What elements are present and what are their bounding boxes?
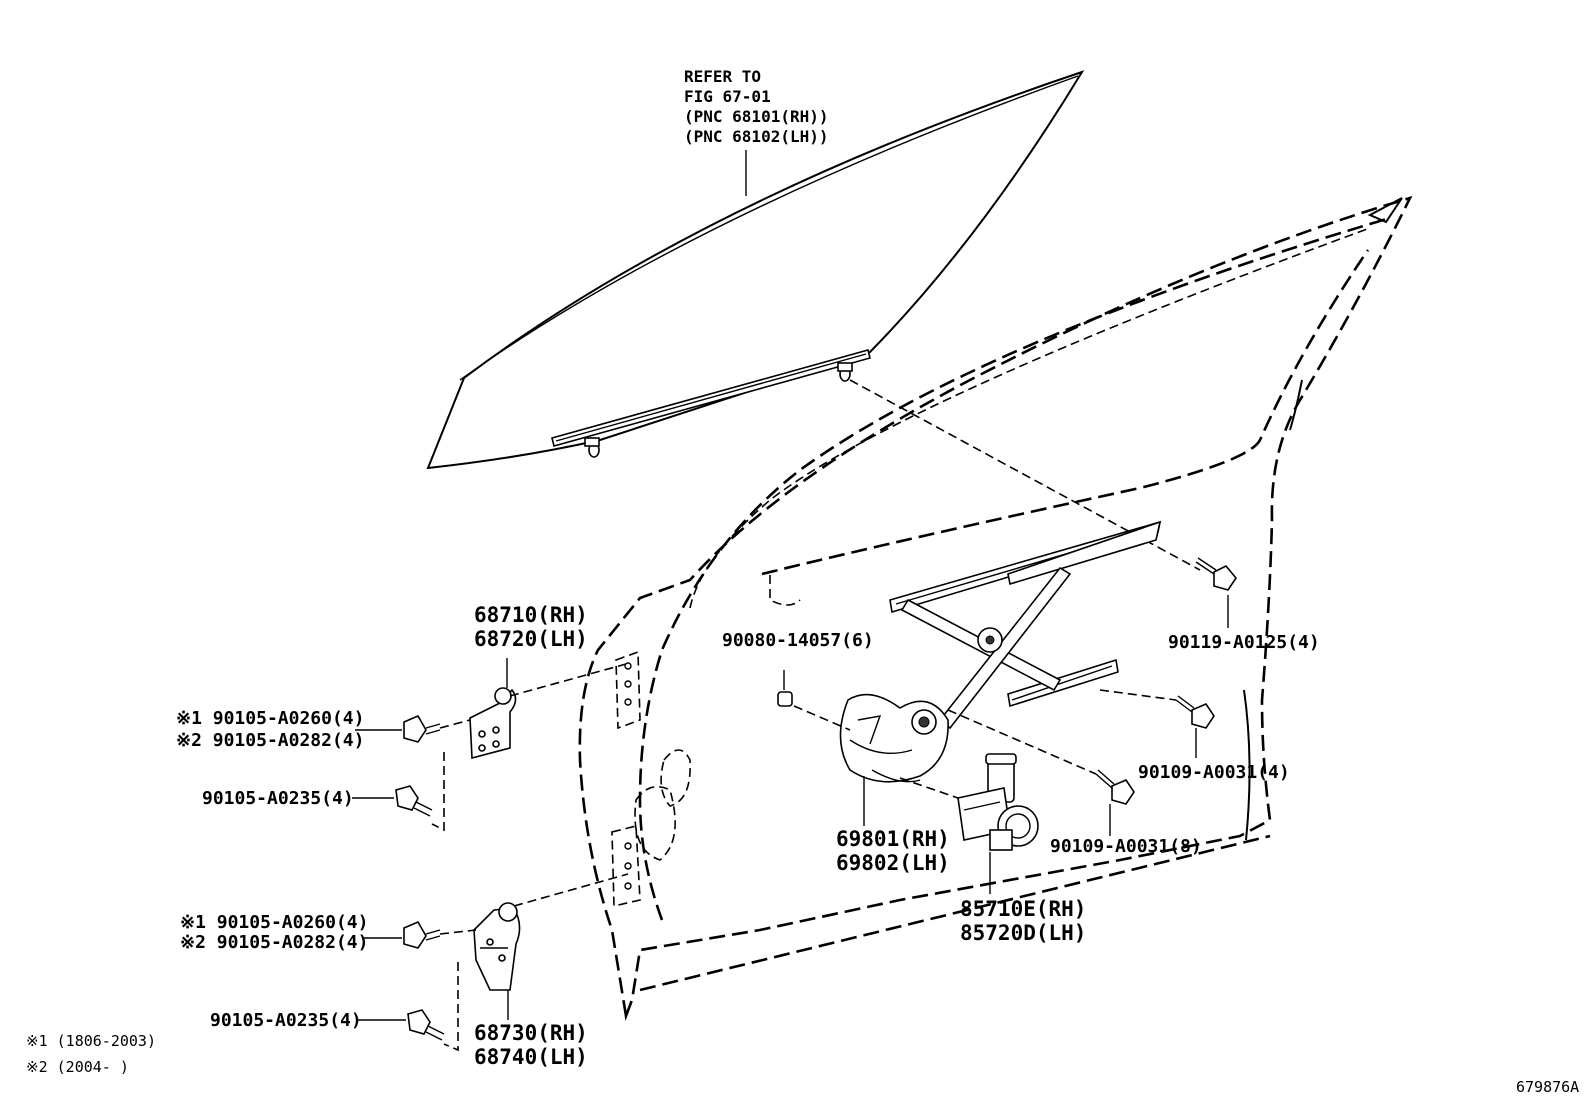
lower-bolt-2-label: ※2 90105-A0282(4)	[180, 932, 368, 953]
figure-id: 679876A	[1516, 1078, 1579, 1096]
upper-hinge-rh-label: 68710(RH)	[474, 603, 588, 627]
lower-bolt-3-label: 90105-A0235(4)	[210, 1010, 362, 1031]
upper-hinge-bolt-icon	[403, 714, 441, 743]
lower-bolt-1-label: ※1 90105-A0260(4)	[180, 912, 368, 933]
glass-ref-line4: (PNC 68102(LH))	[684, 127, 829, 146]
door-glass	[426, 70, 1085, 470]
lower-hinge-lh-label: 68740(LH)	[474, 1045, 588, 1069]
motor-lh-label: 85720D(LH)	[960, 921, 1086, 945]
glass-ref-line1: REFER TO	[684, 67, 761, 86]
regulator-rh-label: 69801(RH)	[836, 827, 950, 851]
regulator-bolt-upper-label: 90109-A0031(4)	[1138, 762, 1290, 783]
lower-hinge-bolt-icon	[403, 920, 441, 949]
upper-bolt-2-label: ※2 90105-A0282(4)	[176, 730, 364, 751]
regulator-bolt-lower-icon	[1095, 769, 1135, 805]
glass-ref-line2: FIG 67-01	[684, 87, 771, 106]
footnote-2: ※2 (2004- )	[26, 1058, 129, 1076]
regulator-screw-label: 90080-14057(6)	[722, 630, 874, 651]
lower-hinge-icon	[473, 902, 521, 991]
regulator-bolt-upper-icon	[1175, 695, 1215, 729]
upper-hinge-icon	[469, 687, 517, 760]
glass-to-bolt-leader	[849, 379, 1201, 571]
regulator-lh-label: 69802(LH)	[836, 851, 950, 875]
regulator-motor	[957, 753, 1039, 851]
door-panel-outline	[578, 195, 1413, 1022]
upper-bolt-1-label: ※1 90105-A0260(4)	[176, 708, 364, 729]
regulator-screw-icon	[777, 691, 793, 707]
glass-bolt-icon	[1195, 557, 1237, 591]
glass-bolt-label: 90119-A0125(4)	[1168, 632, 1320, 653]
lower-hinge-rh-label: 68730(RH)	[474, 1021, 588, 1045]
upper-hinge-lh-label: 68720(LH)	[474, 627, 588, 651]
footnote-1: ※1 (1806-2003)	[26, 1032, 156, 1050]
upper-bolt-3-label: 90105-A0235(4)	[202, 788, 354, 809]
motor-rh-label: 85710E(RH)	[960, 897, 1086, 921]
glass-ref-line3: (PNC 68101(RH))	[684, 107, 829, 126]
upper-door-bolt-icon	[395, 785, 433, 817]
window-regulator	[839, 520, 1162, 783]
lower-door-bolt-icon	[407, 1009, 445, 1041]
motor-to-regulator-leader	[899, 777, 959, 799]
regulator-bolt-lower-label: 90109-A0031(8)	[1050, 836, 1202, 857]
